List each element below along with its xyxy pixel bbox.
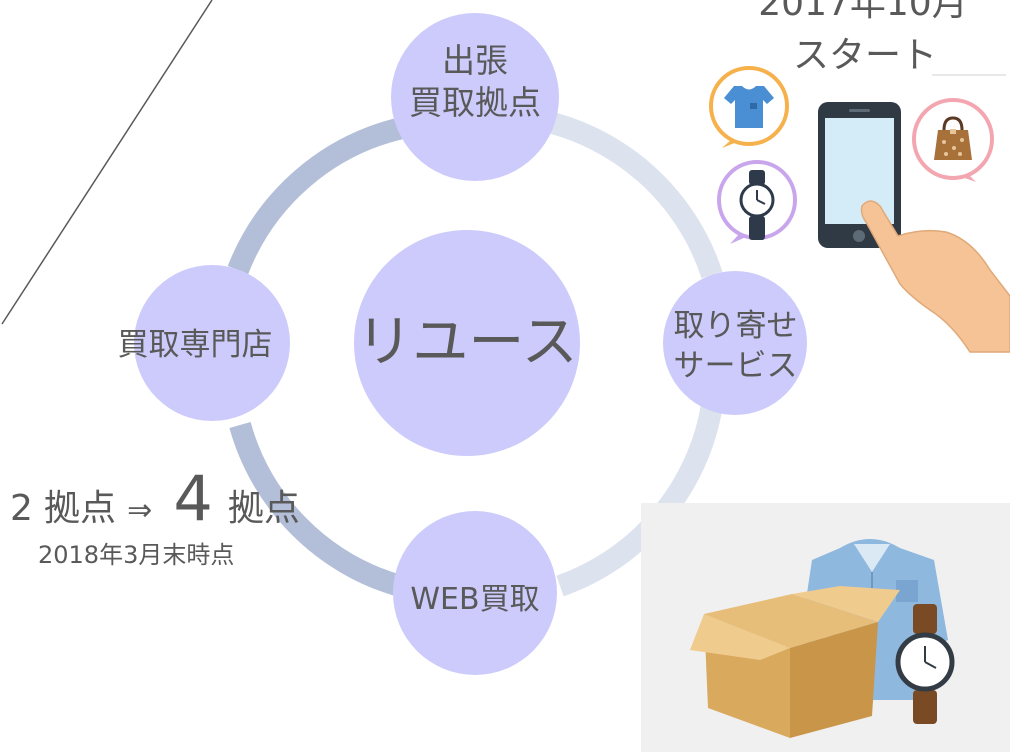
ring-segment-top-left — [227, 117, 405, 275]
ring-segment-bottom-left — [229, 421, 404, 597]
node-top-line2: 買取拠点 — [409, 83, 541, 122]
center-label: リユース — [356, 310, 578, 375]
leather-watch-icon — [895, 604, 955, 724]
store-count-line: 2 拠点 ⇒ 4 拠点 — [10, 462, 300, 535]
node-top-label: 出張 買取拠点 — [385, 40, 565, 124]
node-top-circle — [391, 13, 559, 181]
store-count-after-unit: 拠点 — [227, 488, 300, 529]
handbag-icon — [912, 98, 994, 182]
cardboard-box-icon — [690, 586, 900, 738]
center-circle — [354, 230, 580, 456]
node-right-line2: サービス — [673, 348, 798, 384]
node-right-line1: 取り寄せ — [673, 308, 798, 344]
node-top-line1: 出張 — [442, 41, 508, 80]
node-right-circle — [663, 271, 807, 415]
store-count-after: 4 — [173, 462, 213, 535]
store-count-before-unit: 拠点 — [44, 488, 117, 529]
ring-segment-top-right — [537, 109, 723, 279]
arrow-icon: ⇒ — [127, 493, 153, 528]
node-bottom-label: WEB買取 — [410, 582, 540, 617]
node-left-label: 買取専門店 — [117, 327, 273, 363]
launch-date: 2017年10月 — [758, 0, 968, 24]
pointing-hand-icon — [860, 200, 1010, 353]
store-count-before: 2 — [10, 488, 33, 529]
wristwatch-icon — [717, 160, 797, 244]
node-bottom-circle — [393, 511, 557, 675]
divider-line — [1, 0, 213, 325]
node-left-circle — [134, 265, 290, 421]
node-right-label: 取り寄せ サービス — [648, 306, 823, 386]
store-count-as-of: 2018年3月末時点 — [38, 541, 235, 569]
launch-start: スタート — [792, 35, 937, 76]
tshirt-icon — [709, 66, 789, 148]
